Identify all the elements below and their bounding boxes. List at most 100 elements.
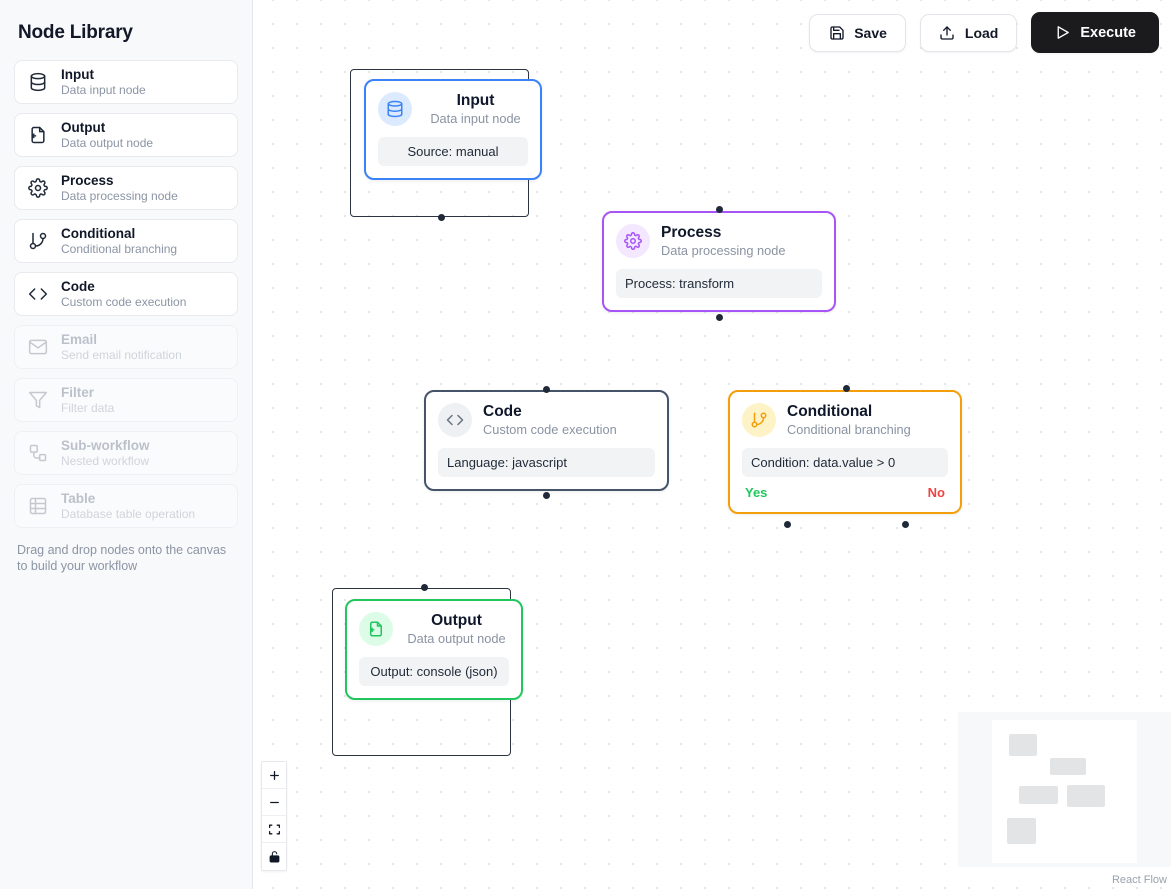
node-chip-process: Process: transform <box>616 268 822 298</box>
play-icon <box>1054 24 1071 41</box>
node-title: Input <box>456 92 495 109</box>
node-subtitle: Custom code execution <box>483 421 617 437</box>
fit-view-icon[interactable] <box>262 816 286 843</box>
node-library-item-label: Conditional <box>61 225 136 241</box>
node-chip-output: Output: console (json) <box>359 656 509 686</box>
minimap-node <box>1009 734 1037 756</box>
handle-conditional-yes[interactable] <box>784 521 791 528</box>
node-input[interactable]: Input Data input node Source: manual <box>364 79 542 180</box>
toolbar: Save Load Execute <box>809 12 1159 53</box>
page-title: Node Library <box>18 22 133 43</box>
node-title: Process <box>661 224 722 241</box>
node-library-item-label: Sub-workflow <box>61 437 150 453</box>
upload-icon <box>939 24 956 41</box>
node-chip-condition: Condition: data.value > 0 <box>742 447 948 477</box>
node-code[interactable]: Code Custom code execution Language: jav… <box>424 390 669 491</box>
file-export-icon <box>359 612 393 647</box>
node-output[interactable]: Output Data output node Output: console … <box>345 599 523 700</box>
node-subtitle: Conditional branching <box>787 421 911 437</box>
minimap-node <box>1019 786 1058 804</box>
git-branch-icon <box>27 230 49 252</box>
funnel-icon <box>27 389 49 411</box>
node-header: Code Custom code execution <box>438 403 655 438</box>
node-header: Conditional Conditional branching <box>742 403 948 438</box>
node-subtitle: Data processing node <box>661 242 786 258</box>
react-flow-attribution: React Flow <box>1111 874 1167 886</box>
handle-input-bottom[interactable] <box>438 214 445 221</box>
minimap-node <box>1050 758 1086 775</box>
node-title: Code <box>483 403 522 420</box>
node-header: Output Data output node <box>359 612 509 647</box>
node-header: Process Data processing node <box>616 224 822 259</box>
envelope-icon <box>27 336 49 358</box>
workflow-icon <box>27 442 49 464</box>
handle-code-bottom[interactable] <box>543 492 550 499</box>
node-branch-labels: Yes No <box>742 485 948 500</box>
node-title-block: Output Data output node <box>404 612 509 647</box>
zoom-out-icon[interactable] <box>262 789 286 816</box>
handle-conditional-top[interactable] <box>843 385 850 392</box>
execute-button[interactable]: Execute <box>1031 12 1159 53</box>
branch-label-yes: Yes <box>745 484 768 500</box>
handle-conditional-no[interactable] <box>902 521 909 528</box>
load-button[interactable]: Load <box>919 13 1018 52</box>
floppy-disk-icon <box>828 24 845 41</box>
lock-icon[interactable] <box>262 843 286 870</box>
minimap-node <box>1007 818 1036 844</box>
node-library-item-desc: Database table operation <box>61 506 196 521</box>
load-button-label: Load <box>964 24 999 41</box>
handle-code-top[interactable] <box>543 386 550 393</box>
canvas-controls <box>261 761 287 871</box>
node-title-block: Conditional Conditional branching <box>787 403 911 438</box>
handle-output-top[interactable] <box>421 584 428 591</box>
zoom-in-icon[interactable] <box>262 762 286 789</box>
node-library-item-desc: Custom code execution <box>61 294 187 309</box>
save-button[interactable]: Save <box>809 13 906 52</box>
node-library-item-label: Output <box>61 119 106 135</box>
node-title: Conditional <box>787 403 873 420</box>
node-title-block: Code Custom code execution <box>483 403 617 438</box>
handle-process-top[interactable] <box>716 206 723 213</box>
node-chip-language: Language: javascript <box>438 447 655 477</box>
node-conditional[interactable]: Conditional Conditional branching Condit… <box>728 390 962 514</box>
node-library-item-label: Code <box>61 278 95 294</box>
code-icon <box>27 283 49 305</box>
node-library-item-desc: Filter data <box>61 400 115 415</box>
node-title-block: Process Data processing node <box>661 224 786 259</box>
flow-canvas[interactable]: Save Load Execute <box>253 0 1171 889</box>
table-icon <box>27 495 49 517</box>
file-export-icon <box>27 124 49 146</box>
execute-button-label: Execute <box>1080 24 1136 41</box>
handle-process-bottom[interactable] <box>716 314 723 321</box>
gear-icon <box>616 224 650 259</box>
save-button-label: Save <box>854 24 887 41</box>
node-library-item-desc: Data input node <box>61 82 146 97</box>
minimap-viewport <box>992 720 1137 863</box>
git-branch-icon <box>742 403 776 438</box>
node-process[interactable]: Process Data processing node Process: tr… <box>602 211 836 312</box>
node-subtitle: Data output node <box>407 630 506 646</box>
minimap[interactable] <box>958 712 1171 867</box>
node-library-item-desc: Conditional branching <box>61 241 178 256</box>
node-chip-source: Source: manual <box>378 136 528 166</box>
node-header: Input Data input node <box>378 92 528 127</box>
minimap-node <box>1067 785 1105 807</box>
node-title-block: Input Data input node <box>423 92 528 127</box>
node-library-item-desc: Data processing node <box>61 188 178 203</box>
node-library-item-label: Process <box>61 172 114 188</box>
code-icon <box>438 403 472 438</box>
node-title: Output <box>431 612 482 629</box>
node-library-item-desc: Send email notification <box>61 347 182 362</box>
node-subtitle: Data input node <box>430 110 521 126</box>
